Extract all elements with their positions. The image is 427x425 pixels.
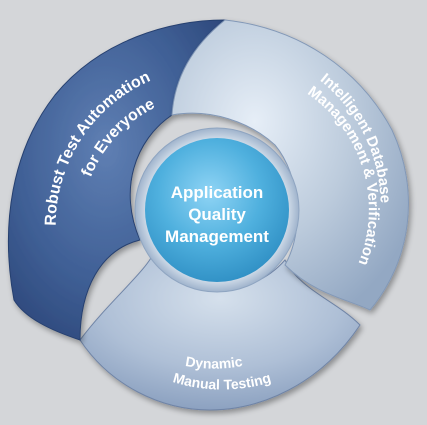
center-label-line-2: Quality bbox=[188, 205, 246, 224]
center-label-line-3: Management bbox=[165, 227, 269, 246]
segment-intelligent-database bbox=[171, 19, 409, 311]
center-circle bbox=[145, 138, 289, 282]
center-label-line-1: Application bbox=[171, 183, 264, 202]
manual-label-line-1: Dynamic bbox=[184, 353, 243, 372]
manual-label-line-2: Manual Testing bbox=[171, 369, 272, 392]
